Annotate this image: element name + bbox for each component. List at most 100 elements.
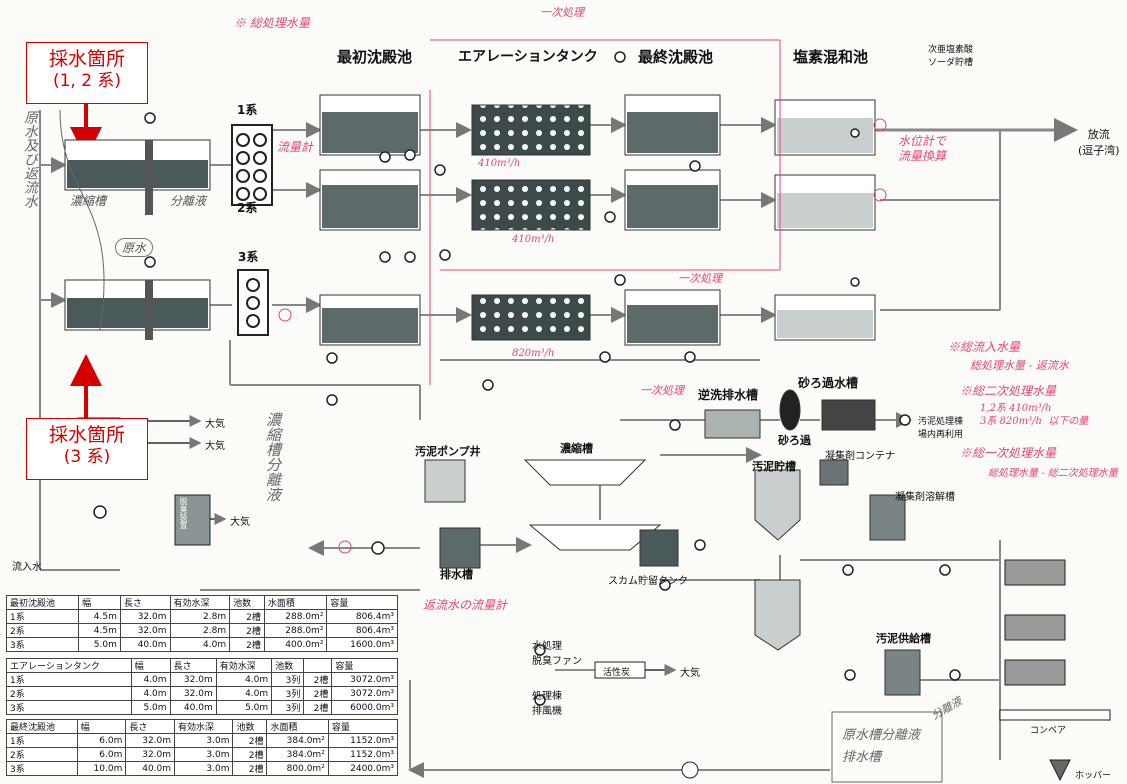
sludge-tanks xyxy=(425,390,920,695)
hw-separate: 分離液 xyxy=(170,192,206,209)
to-atmosphere-1: 大気 xyxy=(205,415,225,430)
hw-thickened: 濃縮槽 xyxy=(70,192,106,209)
title-backwash-tank: 逆洗排水槽 xyxy=(698,386,758,403)
title-final-clarifier: 最終沈殿池 xyxy=(638,46,713,67)
spec-cell: 2槽 xyxy=(304,687,332,701)
spec-cell: 4.0m xyxy=(131,673,170,687)
spec-header-row: エアレーションタンク幅長さ有効水深池数容量 xyxy=(7,659,398,673)
spec-cell: 2槽 xyxy=(304,673,332,687)
series-label-2: 2系 xyxy=(237,199,257,216)
sludge-reuse-label: 汚泥処理棟 場内再利用 xyxy=(918,414,963,440)
hw-note-secondary: ※総二次処理水量 xyxy=(960,382,1056,399)
hw-rate-1: 410m³/h xyxy=(478,158,520,169)
spec-cell: 806.4m³ xyxy=(327,610,398,624)
spec-cell: 5.0m xyxy=(131,701,170,715)
title-sludge-pump-well: 汚泥ポンプ井 xyxy=(415,443,481,459)
spec-cell: 3.0m xyxy=(175,734,233,748)
aeration-tank-spec-table: エアレーションタンク幅長さ有効水深池数容量1系4.0m32.0m4.0m3列2槽… xyxy=(6,658,398,715)
spec-cell: 2槽 xyxy=(304,701,332,715)
spec-cell: 32.0m xyxy=(120,610,170,624)
spec-cell: 288.0m² xyxy=(264,624,327,638)
title-sand-filter-tank: 砂ろ過水槽 xyxy=(798,374,858,391)
hw-flow-meter: 流量計 xyxy=(277,138,313,155)
sampling-callout-1-2-line2: (1, 2 系) xyxy=(27,70,147,92)
spec-cell: 32.0m xyxy=(126,734,175,748)
spec-cell: 3系 xyxy=(7,638,79,652)
hw-return-meter: 返流水の流量計 xyxy=(423,596,507,613)
spec-header-cell: 池数 xyxy=(230,596,265,610)
title-chlorine-contact: 塩素混和池 xyxy=(793,46,868,67)
title-water-treatment-fan: 水処理 脱臭ファン xyxy=(532,637,582,667)
spec-cell: 32.0m xyxy=(170,673,216,687)
sampling-callout-1-2-line1: 採水箇所 xyxy=(27,48,147,70)
spec-cell: 1152.0m³ xyxy=(328,748,397,762)
spec-header-cell: 容量 xyxy=(327,596,398,610)
spec-header-cell: 容量 xyxy=(328,720,397,734)
spec-cell: 40.0m xyxy=(120,638,170,652)
hw-note-total-inflow-calc: 総処理水量 - 返流水 xyxy=(970,357,1069,373)
title-coagulant-dissolve: 凝集剤溶解槽 xyxy=(895,488,955,503)
chlorine-tanks xyxy=(775,100,875,340)
table-row: 2系4.0m32.0m4.0m3列2槽3072.0m³ xyxy=(7,687,398,701)
hw-note-rates: 1,2系 410m³/h 3系 820m³/h 以下の量 xyxy=(980,402,1088,428)
table-row: 3系5.0m40.0m4.0m2槽400.0m²1600.0m³ xyxy=(7,638,398,652)
spec-cell: 3系 xyxy=(7,762,78,776)
spec-cell: 4.0m xyxy=(131,687,170,701)
hypochlorite-label: 次亜塩素酸 ソーダ貯槽 xyxy=(928,42,973,68)
series-label-1: 1系 xyxy=(237,101,257,118)
table-row: 2系4.5m32.0m2.8m2槽288.0m²806.4m³ xyxy=(7,624,398,638)
spec-cell: 3列 xyxy=(272,701,304,715)
hw-secondary-1: 一次処理 xyxy=(678,270,722,286)
spec-header-cell: エアレーションタンク xyxy=(7,659,132,673)
table-row: 3系5.0m40.0m5.0m3列2槽6000.0m³ xyxy=(7,701,398,715)
hw-level-meter: 水位計で 流量換算 xyxy=(898,134,946,164)
spec-header-cell: 最終沈殿池 xyxy=(7,720,78,734)
spec-cell: 3072.0m³ xyxy=(332,673,398,687)
screen-columns xyxy=(232,125,272,335)
spec-cell: 3系 xyxy=(7,701,132,715)
spec-cell: 32.0m xyxy=(126,748,175,762)
to-atmosphere-3: 大気 xyxy=(230,513,250,528)
spec-cell: 1系 xyxy=(7,610,79,624)
table-row: 1系4.0m32.0m4.0m3列2槽3072.0m³ xyxy=(7,673,398,687)
title-sludge-feed: 汚泥供給槽 xyxy=(876,630,931,646)
spec-cell: 6.0m xyxy=(77,748,126,762)
sampling-callout-1-2: 採水箇所 (1, 2 系) xyxy=(26,42,148,104)
spec-cell: 6.0m xyxy=(77,734,126,748)
spec-header-cell: 容量 xyxy=(332,659,398,673)
series-label-3: 3系 xyxy=(238,248,258,265)
spec-cell: 4.0m xyxy=(216,687,271,701)
title-coagulant-container: 凝集剤コンテナ xyxy=(825,447,895,462)
spec-header-cell: 最初沈殿池 xyxy=(7,596,79,610)
to-atmosphere-2: 大気 xyxy=(205,437,225,452)
spec-header-cell: 幅 xyxy=(131,659,170,673)
dewatering-presses xyxy=(1000,560,1110,780)
title-aeration-tank: エアレーションタンク xyxy=(458,46,598,66)
spec-cell: 4.0m xyxy=(170,638,230,652)
spec-header-row: 最初沈殿池幅長さ有効水深池数水面積容量 xyxy=(7,596,398,610)
aeration-tanks xyxy=(472,105,590,340)
sampling-callout-3-line1: 採水箇所 xyxy=(27,424,147,446)
table-row: 3系10.0m40.0m3.0m2槽800.0m²2400.0m³ xyxy=(7,762,398,776)
hw-raw: 原水 xyxy=(115,238,153,257)
spec-cell: 40.0m xyxy=(126,762,175,776)
hw-rate-3: 820m³/h xyxy=(512,348,554,359)
spec-cell: 400.0m² xyxy=(264,638,327,652)
to-atmosphere-carbon: 大気 xyxy=(680,664,700,679)
spec-cell: 2系 xyxy=(7,624,79,638)
spec-cell: 800.0m² xyxy=(267,762,328,776)
hw-note-primary-calc: 総処理水量 - 総二次処理水量 xyxy=(988,464,1118,479)
spec-cell: 40.0m xyxy=(170,701,216,715)
sampling-callout-3: 採水箇所 (3 系) xyxy=(26,418,148,480)
title-sludge-storage: 汚泥貯槽 xyxy=(752,458,796,474)
spec-cell: 4.5m xyxy=(79,624,121,638)
spec-cell: 2槽 xyxy=(230,624,265,638)
title-thickener: 濃縮槽 xyxy=(560,440,593,456)
spec-cell: 2槽 xyxy=(230,638,265,652)
spec-header-cell: 水面積 xyxy=(264,596,327,610)
spec-cell: 3.0m xyxy=(175,762,233,776)
spec-cell: 4.0m xyxy=(216,673,271,687)
